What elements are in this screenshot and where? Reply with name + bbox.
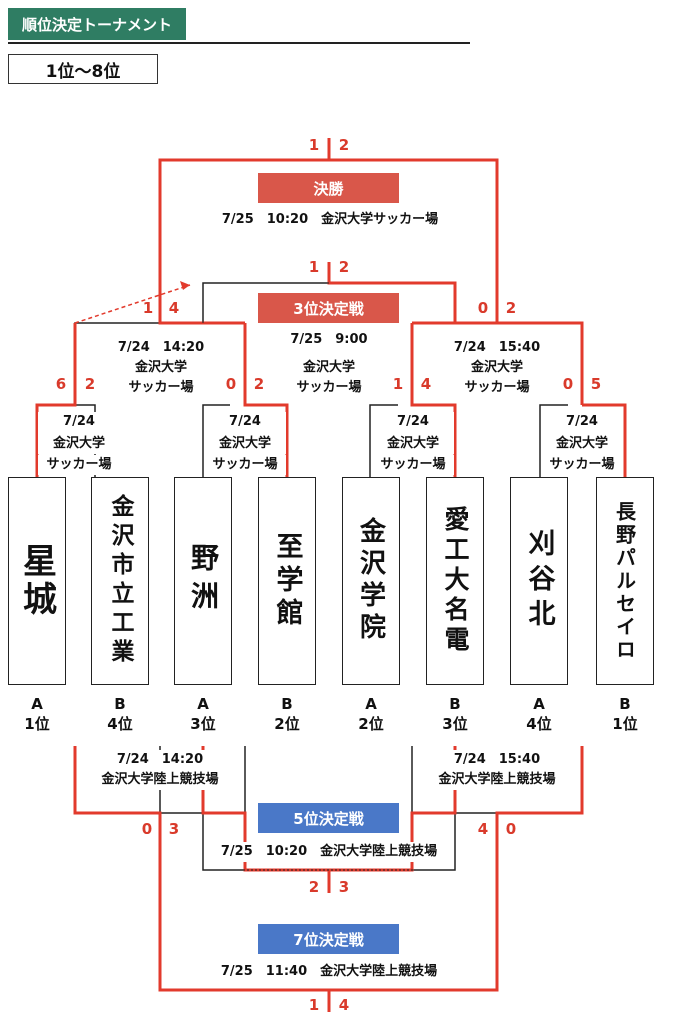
qf4-score-right: 5: [590, 375, 602, 393]
qf2-score-right: 2: [253, 375, 265, 393]
header-title: 順位決定トーナメント: [8, 8, 186, 40]
fifth-score-right: 3: [338, 878, 350, 896]
line-qf4-loser: [539, 404, 568, 477]
cs2-score-left: 4: [477, 820, 489, 838]
range-label: 1位〜8位: [8, 54, 158, 84]
line-cs1-win: [73, 746, 331, 1012]
qf2-score-left: 0: [225, 375, 237, 393]
cs2-date-time: 7/24 15:40: [420, 750, 574, 770]
cs1-score-left: 0: [141, 820, 153, 838]
qf1-score-left: 6: [55, 375, 67, 393]
qf3-venue-1: 金沢大学: [372, 434, 454, 454]
third-score-left: 1: [308, 258, 320, 276]
third-venue-2: サッカー場: [280, 378, 378, 398]
team-box: 長野パルセイロ: [596, 477, 654, 685]
qf1-score-right: 2: [84, 375, 96, 393]
team-name: 金沢学院: [355, 517, 386, 645]
line-cs1b-win: [201, 746, 331, 893]
line-qf4-win: [582, 403, 627, 477]
sf1-score-left: 1: [142, 299, 154, 317]
third-place-label: 3位決定戦: [258, 293, 399, 323]
sf2-date-time: 7/24 15:40: [435, 338, 559, 358]
sf2-score-right: 2: [505, 299, 517, 317]
seventh-score-right: 4: [338, 996, 350, 1014]
team-name: 刈谷北: [523, 528, 555, 634]
advance-arrow-head: [180, 281, 190, 290]
cs1-score-right: 3: [168, 820, 180, 838]
final-label: 決勝: [258, 173, 399, 203]
line-qf3-win: [410, 323, 457, 477]
line-qf2-loser: [202, 404, 230, 477]
team-name: 愛工大名電: [441, 506, 470, 656]
qf1-venue-2: サッカー場: [38, 455, 120, 475]
third-score-right: 2: [338, 258, 350, 276]
sf1-venue-1: 金沢大学: [110, 358, 212, 378]
team-name: 長野パルセイロ: [612, 500, 637, 662]
team-name: 星城: [16, 543, 57, 619]
team-box: 星城: [8, 477, 66, 685]
fifth-info: 7/25 10:20 金沢大学陸上競技場: [204, 842, 454, 862]
seventh-info: 7/25 11:40 金沢大学陸上競技場: [204, 962, 454, 982]
sf1-date-time: 7/24 14:20: [100, 338, 222, 358]
team-box: 刈谷北: [510, 477, 568, 685]
qf4-score-left: 0: [562, 375, 574, 393]
third-dotted: [202, 282, 329, 323]
team-box: 金沢市立工業: [91, 477, 149, 685]
final-info: 7/25 10:20 金沢大学サッカー場: [190, 210, 470, 230]
team-name: 至学館: [271, 531, 303, 631]
team-box: 金沢学院: [342, 477, 400, 685]
fifth-score-left: 2: [308, 878, 320, 896]
qf4-venue-2: サッカー場: [541, 455, 623, 475]
cs1-venue: 金沢大学陸上競技場: [84, 770, 236, 790]
qf3-score-right: 4: [420, 375, 432, 393]
team-box: 愛工大名電: [426, 477, 484, 685]
sf2-score-left: 0: [477, 299, 489, 317]
final-score-right: 2: [338, 136, 350, 154]
third-date-time: 7/25 9:00: [270, 330, 388, 350]
line-qf3-loser: [369, 404, 398, 477]
sf2-venue-1: 金沢大学: [446, 358, 548, 378]
line-qf1-win: [35, 323, 77, 477]
fifth-place-label: 5位決定戦: [258, 803, 399, 833]
qf3-venue-2: サッカー場: [372, 455, 454, 475]
qf2-venue-1: 金沢大学: [204, 434, 286, 454]
team-box: 野洲: [174, 477, 232, 685]
seventh-score-left: 1: [308, 996, 320, 1014]
line-qf2-win: [243, 323, 289, 477]
qf4-venue-1: 金沢大学: [541, 434, 623, 454]
seventh-place-label: 7位決定戦: [258, 924, 399, 954]
cs2-score-right: 0: [505, 820, 517, 838]
final-score-left: 1: [308, 136, 320, 154]
advance-arrow: [74, 284, 191, 324]
team-name: 金沢市立工業: [107, 494, 134, 668]
qf3-score-left: 1: [392, 375, 404, 393]
line-third-win: [327, 262, 457, 325]
team-name: 野洲: [187, 543, 220, 619]
qf2-venue-2: サッカー場: [204, 455, 286, 475]
sf1-venue-2: サッカー場: [110, 378, 212, 398]
header-rule: [8, 42, 470, 44]
team-box: 至学館: [258, 477, 316, 685]
line-qf4-up: [497, 321, 584, 405]
cs1-date-time: 7/24 14:20: [84, 750, 236, 770]
sf2-venue-2: サッカー場: [446, 378, 548, 398]
third-venue-1: 金沢大学: [280, 358, 378, 378]
sf1-score-right: 4: [168, 299, 180, 317]
qf1-venue-1: 金沢大学: [38, 434, 120, 454]
line-cs2-win: [329, 746, 584, 992]
cs2-venue: 金沢大学陸上競技場: [420, 770, 574, 790]
